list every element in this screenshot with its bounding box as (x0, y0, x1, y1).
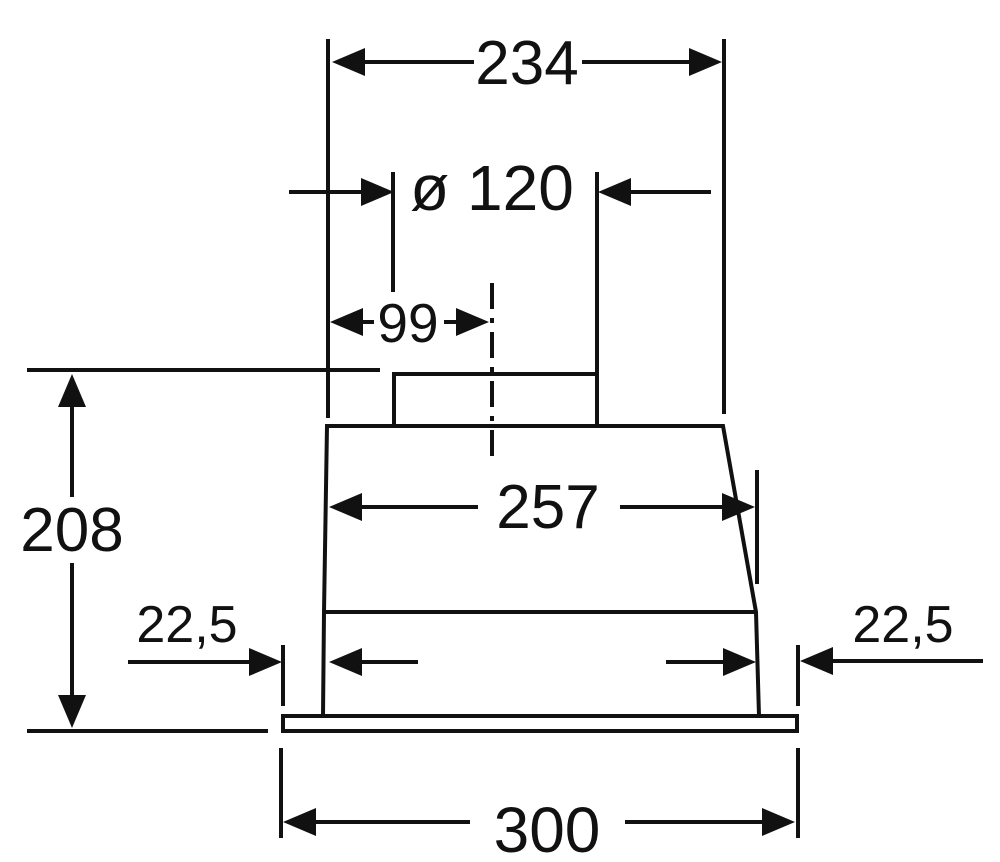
arrowhead-left (330, 308, 363, 336)
dim-duct-diameter: ø 120 (289, 152, 711, 374)
arrowhead-right (598, 178, 631, 206)
dim-base-overhang-right: 22,5 (666, 596, 983, 706)
dim-label-base-overhang-right: 22,5 (852, 596, 953, 654)
arrowhead-up (58, 374, 86, 407)
arrowhead-right (722, 493, 755, 521)
dim-top-width: 234 (326, 29, 726, 418)
arrowhead-inner-right (723, 648, 756, 676)
dim-label-body-width: 257 (496, 473, 599, 542)
arrowhead-left (332, 48, 365, 76)
arrowhead-left (329, 493, 362, 521)
arrowhead-inner-left (329, 648, 362, 676)
hood-body-outline (320, 424, 762, 718)
dim-label-height: 208 (20, 496, 123, 565)
arrowhead-left (283, 808, 316, 836)
dim-label-duct-center-offset: 99 (377, 292, 438, 354)
arrowhead-right (249, 648, 282, 676)
dim-label-duct-diameter: ø 120 (410, 152, 574, 224)
dim-base-overhang-left: 22,5 (128, 596, 418, 706)
dim-duct-center-offset: 99 (330, 292, 489, 354)
product-outline (281, 372, 799, 733)
arrowhead-left (800, 647, 833, 675)
arrowhead-right (689, 48, 722, 76)
arrowhead-right (456, 308, 489, 336)
dim-label-base-width: 300 (494, 794, 601, 862)
arrowhead-down (58, 695, 86, 728)
duct-connector-outline (392, 372, 599, 428)
dim-body-width: 257 (329, 470, 759, 584)
arrowhead-left (361, 178, 394, 206)
dim-label-top-width: 234 (475, 29, 578, 98)
arrowhead-right (762, 808, 795, 836)
base-plate-outline (281, 714, 799, 733)
dim-base-width: 300 (279, 748, 800, 862)
dim-height: 208 (20, 368, 380, 733)
dim-label-base-overhang-left: 22,5 (136, 596, 237, 654)
